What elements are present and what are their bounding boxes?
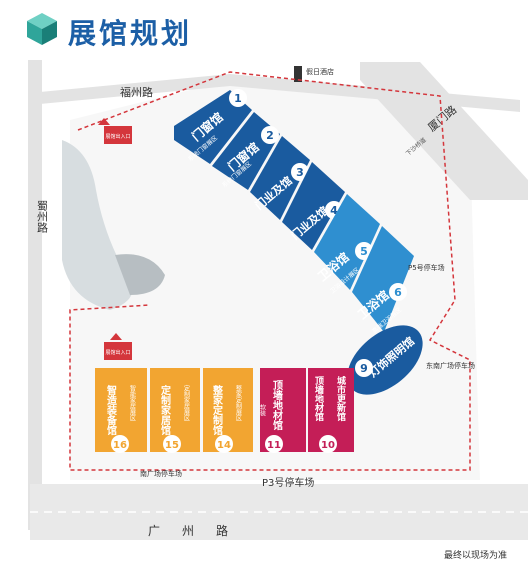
hall-16-number: 16: [113, 440, 127, 451]
road-label-fuzhou: 福州路: [120, 85, 153, 99]
hall-9-number: 9: [360, 362, 368, 375]
cube-logo-icon: [27, 13, 57, 45]
hall-3-number: 3: [296, 166, 304, 179]
hall-11-name: 顶墙地材馆: [271, 380, 283, 431]
hall-11-sub: 软装: [259, 403, 266, 417]
hall-15-name: 定制家居馆: [159, 384, 171, 436]
hall-10-sub: 顶墙地材馆: [313, 376, 325, 422]
hall-14[interactable]: 14 整家定制馆 整家定制展区: [203, 368, 253, 453]
landmark-p3: P3号停车场: [262, 476, 314, 489]
hall-10-number: 10: [321, 440, 335, 451]
landmark-hotel: 假日酒店: [306, 67, 334, 76]
landmark-south-plaza: 南广场停车场: [140, 469, 182, 478]
venue-map: 福州路 厦门路 下沙桥道 蜀州路 广州路 假日酒店 1 门窗馆 系统门窗展区 2…: [28, 60, 528, 540]
hall-6-number: 6: [394, 286, 402, 299]
road-xiamen: [360, 62, 528, 200]
landmark-east-plaza: 东南广场停车场: [426, 361, 475, 370]
hall-2[interactable]: 2 门窗馆 系统门窗展区: [212, 112, 280, 190]
hall-16[interactable]: 16 智造装备馆 智能家居展区: [95, 368, 147, 453]
page-title: 展馆规划: [68, 17, 193, 50]
hall-14-number: 14: [217, 440, 231, 451]
hall-2-number: 2: [266, 129, 274, 142]
hall-15-number: 15: [165, 440, 179, 451]
road-fuzhou: [40, 74, 520, 112]
entrance-west-label: 展馆出入口: [105, 349, 130, 356]
hotel-building-icon: [294, 66, 302, 82]
footnote: 最终以现场为准: [443, 551, 507, 561]
hall-6[interactable]: 6 卫浴馆 高端卫浴展区: [352, 226, 414, 335]
hall-1[interactable]: 1 门窗馆 系统门窗展区: [174, 89, 252, 164]
hall-16-name: 智造装备馆: [105, 384, 118, 436]
hall-11-number: 11: [267, 440, 281, 451]
hall-16-sub: 智能家居展区: [129, 384, 136, 421]
hall-5-number: 5: [360, 245, 368, 258]
hall-14-sub: 整家定制展区: [235, 384, 242, 421]
page-header: 展馆规划: [0, 0, 529, 58]
hall-10-name: 城市更新馆: [335, 375, 346, 422]
hall-11[interactable]: 11 顶墙地材馆 软装: [259, 368, 307, 453]
hall-4-number: 4: [330, 204, 338, 217]
hall-14-name: 整家定制馆: [211, 384, 224, 436]
pond: [115, 254, 165, 295]
road-label-shuzhou: 蜀州路: [36, 200, 49, 234]
hall-9[interactable]: 9 灯饰照明馆: [335, 312, 436, 408]
park-area: [62, 140, 133, 310]
hall-4[interactable]: 4 门业及馆: [282, 162, 345, 250]
entrance-north[interactable]: 展馆出入口: [98, 118, 132, 144]
hall-1-number: 1: [234, 92, 242, 105]
entrance-north-label: 展馆出入口: [105, 133, 130, 140]
route-line: [69, 71, 471, 471]
road-guangzhou: [30, 484, 528, 540]
entrance-west[interactable]: 展馆出入口: [104, 333, 132, 360]
road-shuzhou: [28, 60, 42, 530]
hall-15[interactable]: 15 定制家居馆 定制家居展区: [150, 368, 200, 453]
landmark-p5: P5号停车场: [408, 263, 445, 272]
hall-10[interactable]: 10 城市更新馆 顶墙地材馆: [308, 368, 354, 453]
hall-15-sub: 定制家居展区: [183, 384, 190, 421]
road-label-guangzhou: 广州路: [148, 523, 250, 538]
